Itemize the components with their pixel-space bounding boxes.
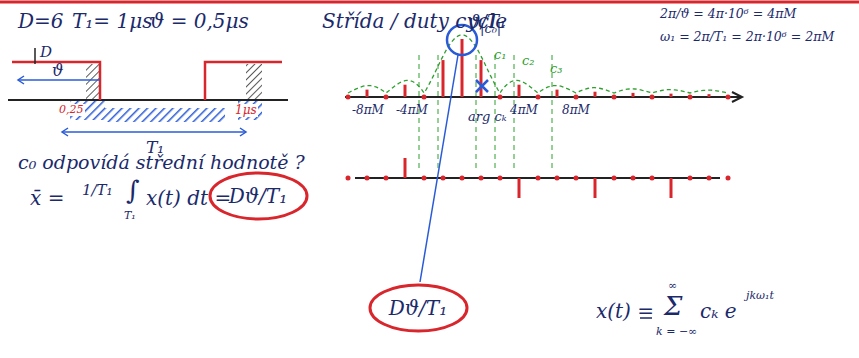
coefficient-label: c₁ <box>494 48 507 62</box>
formula: 1/T₁ <box>82 182 113 199</box>
formula: k = −∞ <box>656 326 697 338</box>
amplitude-label: D <box>40 44 52 61</box>
width-label: ϑ <box>52 62 63 80</box>
circled-result: Dϑ/T₁ <box>368 283 469 333</box>
parameter: T₁= 1μs <box>72 10 152 32</box>
time-mark: 1μs <box>234 104 258 117</box>
coefficient-label: c₃ <box>550 62 563 76</box>
axis-label: 8πM <box>562 104 590 117</box>
coefficient-label: c₂ <box>522 54 535 68</box>
formula: x̄ = <box>30 187 64 209</box>
axis-label: 4πM <box>510 104 538 117</box>
formula: ω₁ = 2π/T₁ = 2π·10⁶ = 2πM <box>660 30 834 44</box>
integral-sign: ∫ <box>126 176 140 205</box>
circled-result: Dϑ/T₁ <box>208 171 309 221</box>
axis-label: arg cₖ <box>468 110 506 124</box>
result-text: Dϑ/T₁ <box>229 184 287 208</box>
formula: T₁ <box>124 210 136 222</box>
result-text: Dϑ/T₁ <box>389 296 447 320</box>
time-mark: 0,25 <box>58 104 85 116</box>
coefficient-label: |c₀| <box>480 22 501 36</box>
sum-sign: Σ <box>664 292 682 321</box>
formula: x(t) dt = <box>146 187 231 209</box>
parameter: D=6 <box>18 10 64 32</box>
question: c₀ odpovídá střední hodnotě ? <box>18 152 305 173</box>
formula: ∞ <box>668 280 677 292</box>
formula: 2π/ϑ = 4π·10⁶ = 4πM <box>660 7 796 21</box>
formula: cₖ e <box>700 300 737 322</box>
parameter: ϑ = 0,5μs <box>150 10 249 32</box>
axis-label: -8πM <box>352 104 384 117</box>
formula: x(t) = <box>596 300 654 322</box>
axis-label: -4πM <box>396 104 428 117</box>
formula: jkω₁t <box>746 290 774 302</box>
